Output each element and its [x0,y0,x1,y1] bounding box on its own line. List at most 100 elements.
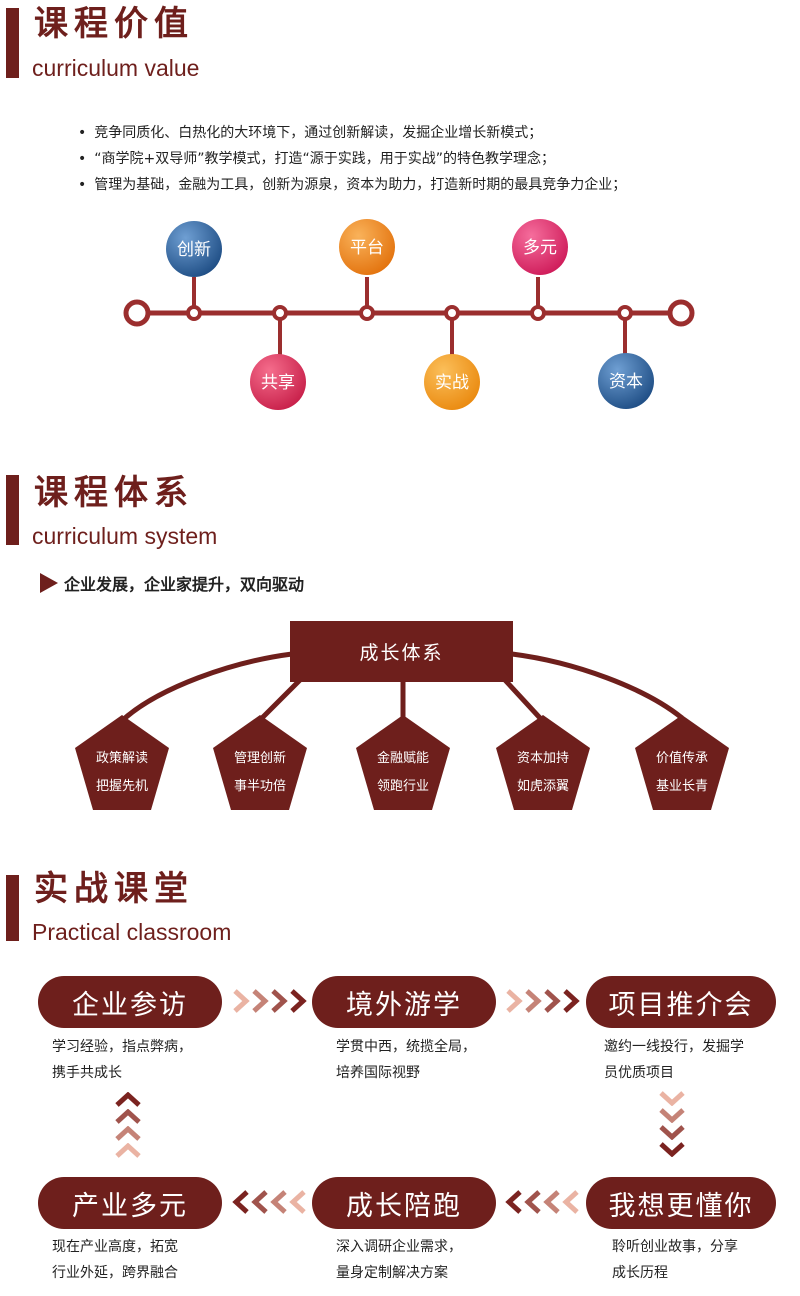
step-desc-line: 深入调研企业需求， [336,1239,462,1255]
chevrons-down [658,1090,686,1158]
timeline-node-practice: 实战 [424,305,480,410]
pentagon-line1: 管理创新 [234,750,286,766]
timeline-label: 实战 [435,373,469,393]
chevron-up-icon [115,1109,141,1124]
timeline-end-left [123,299,151,327]
system-tagline-text: 企业发展，企业家提升，双向驱动 [64,575,305,594]
pentagon-line1: 金融赋能 [377,750,429,766]
step-desc-understand-you: 聆听创业故事，分享 成长历程 [612,1234,738,1286]
step-pill-diverse-industry: 产业多元 [38,1177,222,1229]
timeline-bubble [166,221,222,277]
chevron-down-icon [659,1125,685,1140]
section-bar-practical [6,875,19,941]
chevron-down-icon [659,1108,685,1123]
section-title-practical: 实战课堂 [34,869,194,909]
chevrons-up [114,1092,142,1160]
step-desc-line: 培养国际视野 [336,1065,420,1081]
step-desc-line: 量身定制解决方案 [336,1265,448,1281]
step-desc-line: 行业外延，跨界融合 [52,1265,178,1281]
system-root-box: 成长体系 [290,621,513,682]
chevron-right-icon [233,989,250,1013]
timeline-bubble [424,354,480,410]
step-desc-line: 员优质项目 [604,1065,674,1081]
value-timeline: 创新 共享 平台 实战 多元 资本 [123,219,695,410]
chevrons-right-1 [232,988,308,1014]
step-desc-line: 现在产业高度，拓宽 [52,1239,178,1255]
step-desc-line: 学贯中西，统揽全局， [336,1039,476,1055]
pentagon-line1: 政策解读 [96,750,148,766]
pentagon-line1: 资本加持 [517,751,569,766]
step-pill-company-visit: 企业参访 [38,976,222,1028]
pentagon-line2: 事半功倍 [234,779,286,794]
play-triangle-icon [40,573,58,593]
pentagon-line1: 价值传承 [656,750,708,766]
step-desc-line: 聆听创业故事，分享 [612,1239,738,1255]
pentagon-node [213,715,307,810]
step-desc-overseas-study: 学贯中西，统揽全局， 培养国际视野 [336,1034,476,1086]
value-bullet: “商学院+双导师”教学模式，打造“源于实践，用于实战”的特色教学理念； [92,146,626,172]
timeline-label: 资本 [609,372,643,392]
timeline-label: 平台 [350,238,384,258]
section-bar-value [6,8,19,78]
chevron-left-icon [232,1190,249,1214]
chevrons-left-1 [232,1189,308,1215]
chevron-left-icon [505,1190,522,1214]
timeline-bubble [250,354,306,410]
step-desc-line: 成长历程 [612,1265,668,1281]
value-bullet: 竞争同质化、白热化的大环境下，通过创新解读，发掘企业增长新模式； [92,120,626,146]
chevron-left-icon [543,1190,560,1214]
value-bullet-list: 竞争同质化、白热化的大环境下，通过创新解读，发掘企业增长新模式； “商学院+双导… [92,120,626,198]
section-subtitle-system: curriculum system [32,523,218,549]
step-pill-understand-you: 我想更懂你 [586,1177,776,1229]
section-subtitle-value: curriculum value [32,55,200,81]
timeline-bubble [598,353,654,409]
timeline-bubble [512,219,568,275]
timeline-bubble [339,219,395,275]
chevron-right-icon [506,989,523,1013]
step-desc-company-visit: 学习经验，指点弊病， 携手共成长 [52,1034,192,1086]
chevron-left-icon [251,1190,268,1214]
chevron-right-icon [563,989,580,1013]
chevron-right-icon [252,989,269,1013]
step-desc-project-roadshow: 邀约一线投行，发掘学 员优质项目 [604,1034,744,1086]
pentagon-node [75,715,169,810]
section-title-system: 课程体系 [34,473,194,513]
timeline-node-sharing: 共享 [250,305,306,410]
chevron-up-icon [115,1143,141,1158]
timeline-label: 共享 [261,373,295,393]
timeline-node-diverse: 多元 [512,219,568,321]
pentagon-node [496,715,590,810]
pentagon-node [635,715,729,810]
chevrons-right-2 [505,988,581,1014]
timeline-node-capital: 资本 [598,305,654,409]
chevron-right-icon [271,989,288,1013]
timeline-node-innovation: 创新 [166,221,222,321]
timeline-node-platform: 平台 [339,219,395,321]
timeline-label: 创新 [177,240,211,260]
chevron-down-icon [659,1142,685,1157]
pentagon-node [356,715,450,810]
chevrons-left-2 [505,1189,581,1215]
chevron-right-icon [544,989,561,1013]
timeline-end-right [667,299,695,327]
pentagon-line2: 如虎添翼 [517,778,569,794]
pentagon-line2: 基业长青 [656,779,708,794]
section-title-value: 课程价值 [34,4,194,44]
step-desc-line: 学习经验，指点弊病， [52,1039,192,1055]
system-tagline: 企业发展，企业家提升，双向驱动 [40,572,304,594]
chevron-up-icon [115,1126,141,1141]
chevron-right-icon [290,989,307,1013]
chevron-left-icon [289,1190,306,1214]
step-desc-growth-companion: 深入调研企业需求， 量身定制解决方案 [336,1234,462,1286]
pentagon-line2: 把握先机 [96,779,148,794]
timeline-label: 多元 [523,238,557,258]
step-pill-overseas-study: 境外游学 [312,976,496,1028]
chevron-down-icon [659,1091,685,1106]
chevron-left-icon [562,1190,579,1214]
section-bar-system [6,475,19,545]
chevron-right-icon [525,989,542,1013]
step-desc-line: 邀约一线投行，发掘学 [604,1039,744,1055]
step-pill-project-roadshow: 项目推介会 [586,976,776,1028]
pentagon-line2: 领跑行业 [377,779,429,794]
step-pill-growth-companion: 成长陪跑 [312,1177,496,1229]
